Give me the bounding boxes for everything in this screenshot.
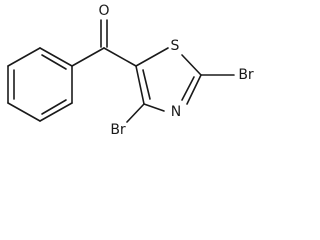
bond-benzene-double-1 — [41, 54, 67, 70]
bond-benzene-6 — [7, 47, 41, 67]
bond-c4-br — [126, 103, 145, 123]
carbonyl-group — [71, 19, 137, 67]
bond-carbonyl-thiazole — [103, 47, 137, 67]
bond-phenyl-carbonyl — [71, 47, 105, 67]
structure-diagram: O S N Br Br — [7, 3, 254, 138]
bond-c2-n-a — [186, 74, 202, 105]
bond-c2-n-b — [181, 76, 195, 101]
bromine-label-right: Br — [238, 67, 254, 83]
bond-n-c4 — [143, 103, 165, 112]
bond-benzene-double-2 — [41, 99, 67, 115]
sulfur-label: S — [171, 38, 180, 54]
bond-benzene-1 — [39, 47, 73, 67]
oxygen-label: O — [98, 3, 109, 19]
benzene-ring — [7, 47, 73, 122]
bond-c5-s — [135, 47, 169, 67]
nitrogen-label: N — [171, 104, 181, 120]
bond-benzene-3 — [39, 102, 73, 122]
bond-c4-c5 — [135, 65, 145, 105]
bond-benzene-4 — [7, 102, 41, 122]
bromine-label-bottom: Br — [110, 122, 126, 138]
bond-c4-c5-double — [142, 69, 151, 100]
bond-s-c2 — [181, 54, 202, 76]
thiazole-ring — [135, 47, 202, 112]
